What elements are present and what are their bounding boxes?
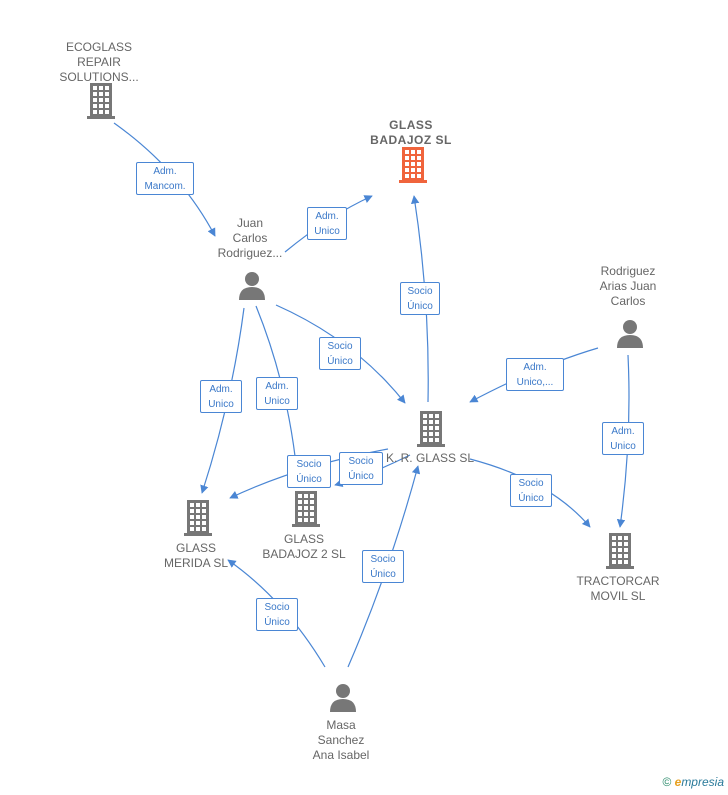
node-label-kr-glass[interactable]: K. R. GLASS SL <box>385 451 475 465</box>
edge-label-kr-glass-to-glass-badajoz: Socio Único <box>400 282 440 315</box>
node-glass-badajoz2: GLASS BADAJOZ 2 SL <box>234 532 374 562</box>
edge-label-juan-carlos-to-glass-badajoz2: Adm. Unico <box>256 377 298 410</box>
edge-label-kr-glass-to-glass-badajoz2: Socio Único <box>339 452 383 485</box>
person-icon[interactable] <box>328 682 358 716</box>
edge-label-masa-to-kr-glass: Socio Único <box>362 550 404 583</box>
node-masa: Masa Sanchez Ana Isabel <box>271 718 411 763</box>
brand-logo-e: e <box>674 775 682 789</box>
building-icon[interactable] <box>415 411 447 451</box>
brand-footer: © empresia <box>662 775 724 789</box>
person-icon[interactable] <box>615 318 645 352</box>
building-icon[interactable] <box>397 147 429 187</box>
node-rodriguez-arias: Rodriguez Arias Juan Carlos <box>558 264 698 309</box>
node-label-ecoglass[interactable]: ECOGLASS REPAIR SOLUTIONS... <box>59 40 139 84</box>
edge-label-rodriguez-arias-to-kr-glass: Adm. Unico,... <box>506 358 564 391</box>
person-icon[interactable] <box>237 270 267 304</box>
building-icon[interactable] <box>604 533 636 573</box>
edge-label-juan-carlos-to-ecoglass: Adm. Mancom. <box>136 162 194 195</box>
node-ecoglass: ECOGLASS REPAIR SOLUTIONS... <box>29 40 169 85</box>
edge-label-kr-glass-to-glass-merida: Socio Único <box>287 455 331 488</box>
edge-label-juan-carlos-to-kr-glass: Socio Único <box>319 337 361 370</box>
building-icon[interactable] <box>85 83 117 123</box>
node-label-glass-badajoz2[interactable]: GLASS BADAJOZ 2 SL <box>262 532 346 561</box>
edge-label-rodriguez-arias-to-tractorcar: Adm. Unico <box>602 422 644 455</box>
edge-label-kr-glass-to-tractorcar: Socio Único <box>510 474 552 507</box>
node-label-glass-badajoz[interactable]: GLASS BADAJOZ SL <box>370 118 452 147</box>
node-label-masa[interactable]: Masa Sanchez Ana Isabel <box>312 718 370 762</box>
edge-label-masa-to-glass-merida: Socio Único <box>256 598 298 631</box>
brand-logo-text: mpresia <box>681 775 724 789</box>
node-tractorcar: TRACTORCAR MOVIL SL <box>548 574 688 604</box>
building-icon[interactable] <box>182 500 214 540</box>
node-glass-badajoz: GLASS BADAJOZ SL <box>341 118 481 148</box>
copyright-mark: © <box>662 775 672 789</box>
node-label-rodriguez-arias[interactable]: Rodriguez Arias Juan Carlos <box>599 264 657 308</box>
node-kr-glass: K. R. GLASS SL <box>360 451 500 466</box>
node-juan-carlos: Juan Carlos Rodriguez... <box>180 216 320 261</box>
node-glass-merida: GLASS MERIDA SL <box>126 541 266 571</box>
building-icon[interactable] <box>290 491 322 531</box>
edge-label-juan-carlos-to-glass-merida: Adm. Unico <box>200 380 242 413</box>
node-label-juan-carlos[interactable]: Juan Carlos Rodriguez... <box>217 216 283 260</box>
node-label-tractorcar[interactable]: TRACTORCAR MOVIL SL <box>576 574 660 603</box>
edge-label-juan-carlos-to-glass-badajoz: Adm. Unico <box>307 207 347 240</box>
node-label-glass-merida[interactable]: GLASS MERIDA SL <box>163 541 229 570</box>
